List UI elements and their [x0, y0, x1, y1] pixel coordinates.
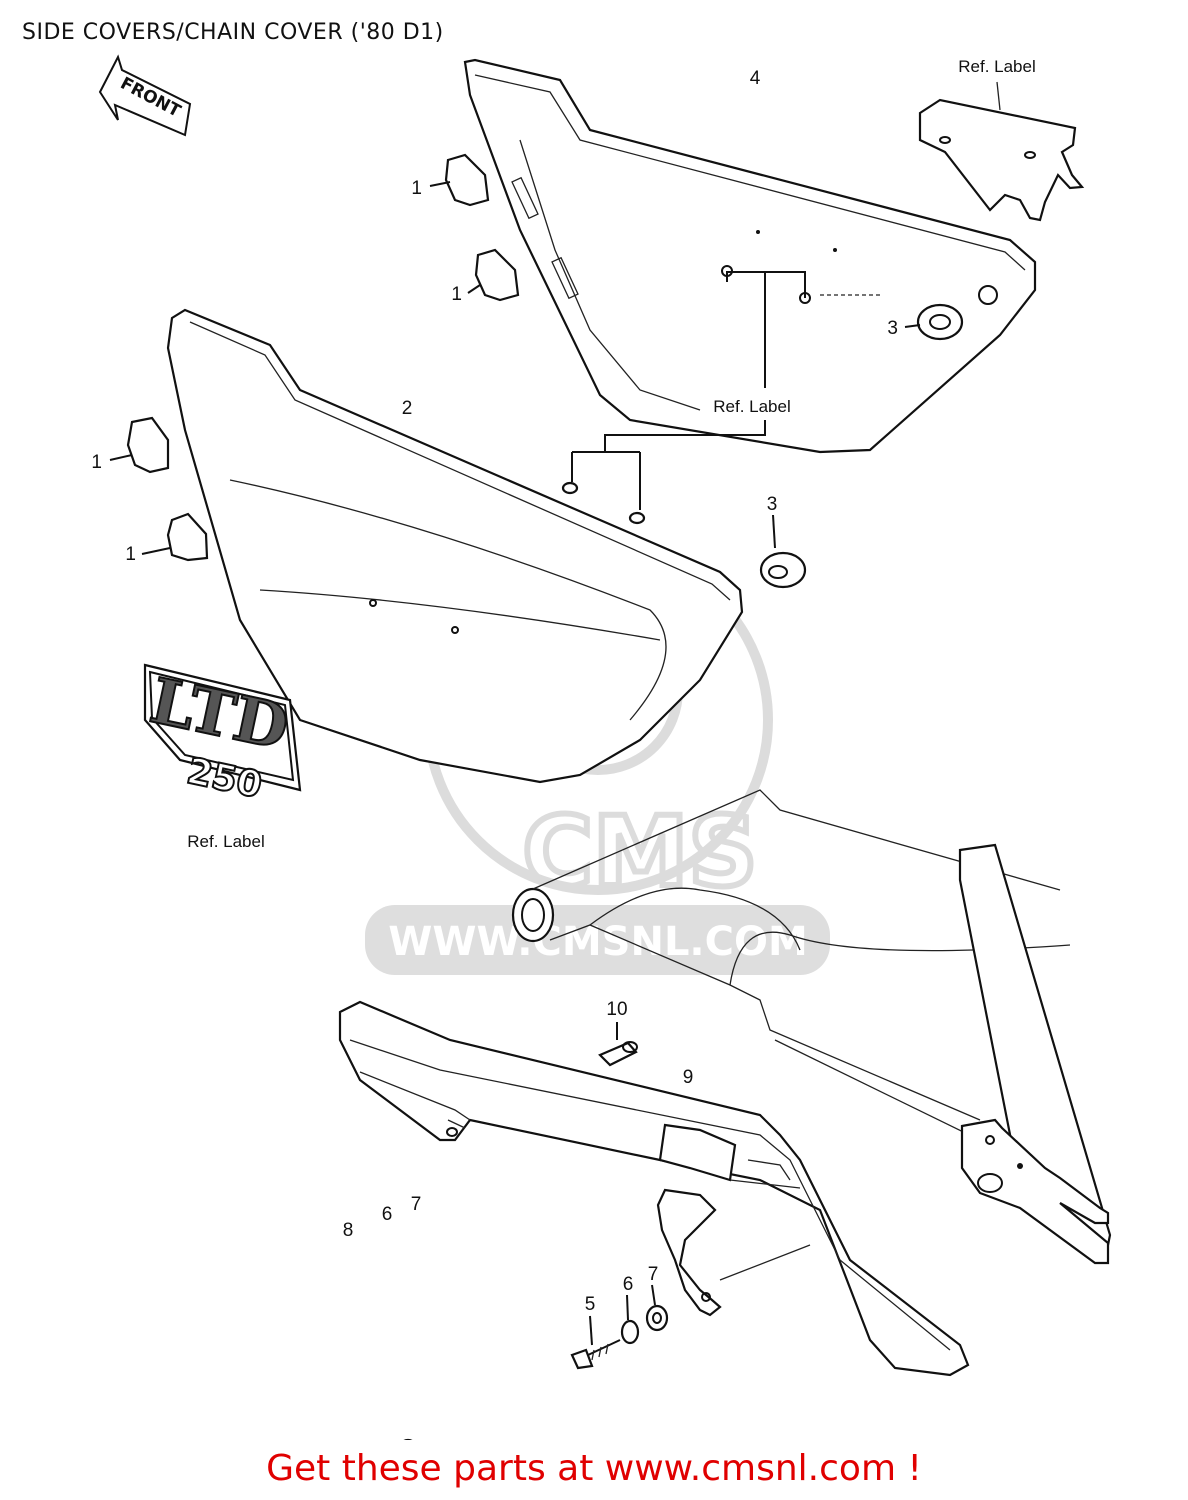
- part-10-collar: [598, 1022, 638, 1067]
- part-1-clip: [109, 153, 520, 562]
- part-3-grommet: [759, 303, 964, 589]
- front-arrow-icon: FRONT: [98, 54, 192, 137]
- fasteners-lower: [570, 1284, 669, 1370]
- ref-label-leaders: [561, 271, 806, 525]
- callout-7-a: 7: [411, 1194, 422, 1215]
- callout-9: 9: [683, 1067, 694, 1088]
- callout-7-b: 7: [648, 1264, 659, 1285]
- callout-1-b: 1: [451, 284, 462, 305]
- callout-1-c: 1: [91, 452, 102, 473]
- callout-2: 2: [402, 398, 413, 419]
- callout-4: 4: [750, 68, 761, 89]
- callout-1-d: 1: [125, 544, 136, 565]
- ref-label-center: Ref. Label: [713, 397, 791, 416]
- part-9-chain-cover: [338, 1000, 970, 1377]
- front-arrow-label: FRONT: [117, 74, 184, 122]
- part-2-left-side-cover: [166, 308, 744, 784]
- watermark-logo: CMS: [522, 796, 757, 908]
- emblem-ltd-text: LTD: [144, 664, 295, 764]
- callout-3-a: 3: [887, 318, 898, 339]
- callout-1-a: 1: [411, 178, 422, 199]
- callout-10: 10: [606, 999, 627, 1020]
- ref-label-top-right: Ref. Label: [958, 57, 1036, 76]
- callout-5: 5: [585, 1294, 596, 1315]
- callout-6-b: 6: [623, 1274, 634, 1295]
- callout-6-a: 6: [382, 1204, 393, 1225]
- axle-plate: [960, 1118, 1110, 1265]
- footer-link[interactable]: Get these parts at www.cmsnl.com !: [266, 1448, 922, 1489]
- watermark-url: WWW.CMSNL.COM: [388, 919, 808, 965]
- ref-label-plate: [918, 81, 1085, 222]
- part-4-right-side-cover: [463, 58, 1037, 454]
- callout-8: 8: [343, 1220, 354, 1241]
- diagram-title: SIDE COVERS/CHAIN COVER ('80 D1): [22, 20, 444, 45]
- ref-label-emblem: Ref. Label: [187, 832, 265, 851]
- ltd-250-emblem: LTD 250: [143, 663, 302, 808]
- callout-3-b: 3: [767, 494, 778, 515]
- parts-diagram: WWW.CMSNL.COM CMS FRONT: [91, 54, 1112, 1440]
- watermark-banner: [365, 905, 830, 975]
